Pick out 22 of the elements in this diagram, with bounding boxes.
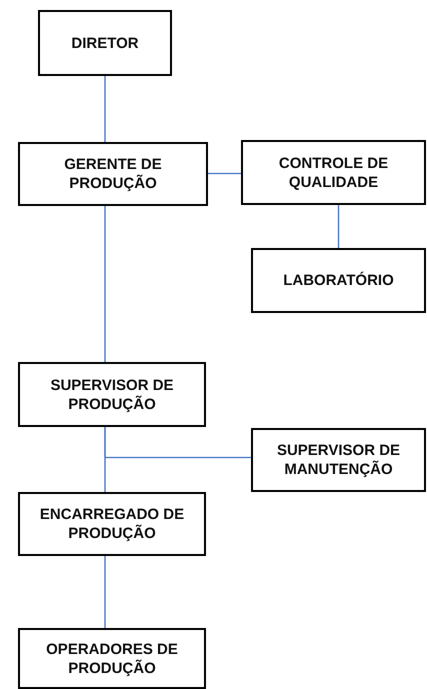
org-box: [251, 428, 426, 492]
org-box: [18, 628, 206, 689]
role-title: DIRETOR: [71, 34, 139, 52]
connector-line: [104, 556, 106, 628]
connector-line: [208, 172, 241, 174]
connector-line: [104, 427, 251, 458]
org-box: [38, 10, 172, 76]
org-box: [18, 142, 208, 206]
org-box: [251, 248, 426, 313]
role-title: ENCARREGADO DE PRODUÇÃO: [38, 505, 186, 543]
connector-line: [104, 206, 106, 362]
org-box: [18, 492, 206, 556]
connector-line: [104, 76, 106, 142]
role-title: LABORATÓRIO: [283, 271, 394, 290]
org-box: [18, 362, 206, 427]
role-title: CONTROLE DE QUALIDADE: [278, 154, 390, 192]
role-title: GERENTE DE PRODUÇÃO: [63, 155, 163, 193]
role-title: SUPERVISOR DE MANUTENÇÃO: [276, 441, 402, 479]
org-box: [241, 140, 426, 205]
role-title: OPERADORES DE PRODUÇÃO: [45, 640, 179, 678]
connector-line: [338, 205, 340, 248]
role-title: SUPERVISOR DE PRODUÇÃO: [49, 376, 175, 414]
